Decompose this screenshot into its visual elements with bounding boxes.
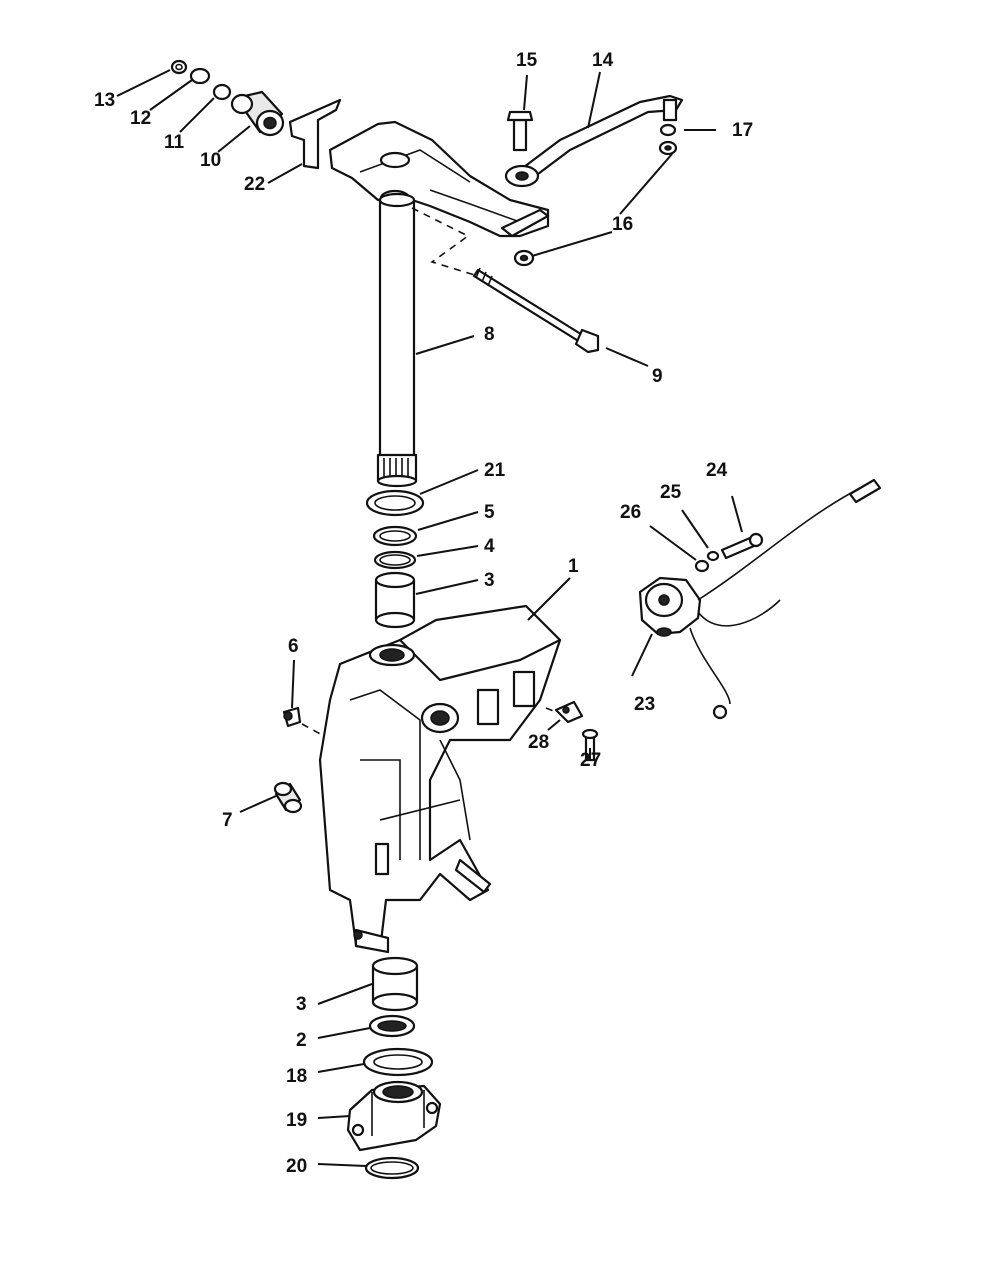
nut-26: [694, 559, 710, 573]
callout-2: 2: [296, 1030, 307, 1051]
callout-labels: 13 12 11 10 22 15 14 17 16 16 8 9 21 5 4…: [94, 50, 753, 1177]
washer-11: [212, 83, 232, 101]
callout-14: 14: [592, 50, 614, 71]
callout-21: 21: [484, 460, 506, 481]
nut-16-bottom: [513, 249, 535, 267]
callout-25: 25: [660, 482, 682, 503]
callout-11: 11: [164, 132, 185, 153]
nut-16-top: [658, 140, 678, 156]
switch-23: [638, 478, 882, 720]
callout-3-lower: 3: [296, 994, 307, 1015]
callout-16-upper: 16: [612, 214, 633, 235]
callout-26: 26: [620, 502, 641, 523]
washer-17: [659, 123, 677, 137]
washer-13: [170, 59, 188, 75]
seal-2: [368, 1014, 416, 1038]
callout-7: 7: [222, 810, 233, 831]
callout-13: 13: [94, 90, 115, 111]
callout-12: 12: [130, 108, 151, 129]
fitting-6-dash: [301, 723, 325, 737]
bolt-15: [506, 110, 534, 152]
plate-22: [288, 98, 342, 170]
callout-4: 4: [484, 536, 495, 557]
callout-8: 8: [484, 324, 495, 345]
callout-20: 20: [286, 1156, 307, 1177]
clip-28: [554, 700, 584, 724]
yoke-19: [346, 1080, 442, 1152]
steering-tube-8: [376, 192, 418, 488]
callout-17: 17: [732, 120, 753, 141]
callout-15: 15: [516, 50, 538, 71]
washer-12: [189, 67, 211, 85]
callout-27: 27: [580, 750, 601, 771]
retainer-18: [362, 1047, 434, 1077]
callout-10: 10: [200, 150, 221, 171]
callout-24: 24: [706, 460, 728, 481]
grease-fitting-6: [282, 706, 302, 728]
screw-24: [720, 532, 764, 560]
link-rod-14: [504, 94, 684, 188]
callout-28: 28: [528, 732, 549, 753]
lockwasher-25: [706, 550, 720, 562]
callout-18: 18: [286, 1066, 307, 1087]
callout-19: 19: [286, 1110, 307, 1131]
ring-4: [373, 550, 417, 570]
washer-21: [365, 489, 425, 517]
callout-3-upper: 3: [484, 570, 495, 591]
bushing-3-lower: [371, 956, 419, 1012]
bushing-10: [230, 90, 285, 137]
bolt-9-centerline: [411, 207, 479, 277]
callout-5: 5: [484, 502, 495, 523]
bushing-7: [273, 781, 303, 814]
callout-1: 1: [568, 556, 579, 577]
bolt-9: [472, 267, 600, 354]
swivel-bracket-1: [318, 604, 562, 954]
callout-6: 6: [288, 636, 299, 657]
callout-23: 23: [634, 694, 655, 715]
callout-22: 22: [244, 174, 265, 195]
leader-lines: [116, 69, 743, 1167]
bushing-3-upper: [374, 571, 416, 629]
snap-ring-20: [364, 1156, 420, 1180]
clip-28-dash: [545, 707, 557, 713]
callout-9: 9: [652, 366, 663, 387]
ring-5: [372, 525, 418, 547]
